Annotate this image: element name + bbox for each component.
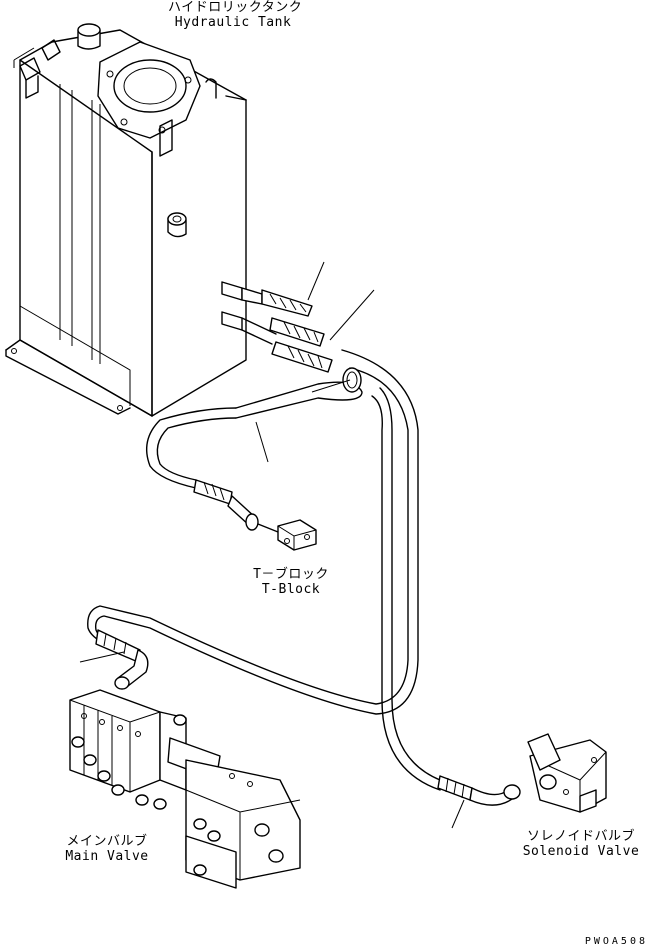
main-valve-label-en: Main Valve [65, 849, 149, 864]
tank-breather [77, 23, 101, 50]
leader-lines [79, 261, 465, 829]
tank-hose-fittings [221, 281, 333, 373]
drawing-code: PWOA508 [584, 936, 648, 947]
solenoid-valve-label-en: Solenoid Valve [522, 844, 640, 859]
solenoid-valve [437, 733, 607, 813]
hydraulic-tank-label-jp: ハイドロリックタンク [168, 0, 303, 15]
tank-level-gauge [167, 212, 187, 238]
hydraulic-tank-label-en: Hydraulic Tank [174, 15, 292, 30]
hydraulic-tank [5, 23, 247, 417]
t-block-label-en: T-Block [261, 582, 321, 597]
main-valve-label: メインバルブ Main Valve [52, 834, 162, 864]
t-block [193, 479, 317, 551]
solenoid-valve-label: ソレノイドバルブ Solenoid Valve [515, 829, 647, 859]
main-valve-label-jp: メインバルブ [66, 834, 148, 849]
main-valve [69, 629, 301, 889]
t-block-label: T－ブロック T-Block [236, 567, 346, 597]
solenoid-valve-label-jp: ソレノイドバルブ [526, 829, 635, 844]
tank-filler-cap [97, 41, 201, 139]
hose-lines [87, 349, 441, 791]
t-block-label-jp: T－ブロック [253, 567, 329, 582]
hydraulic-tank-label: ハイドロリックタンク Hydraulic Tank [168, 0, 303, 30]
